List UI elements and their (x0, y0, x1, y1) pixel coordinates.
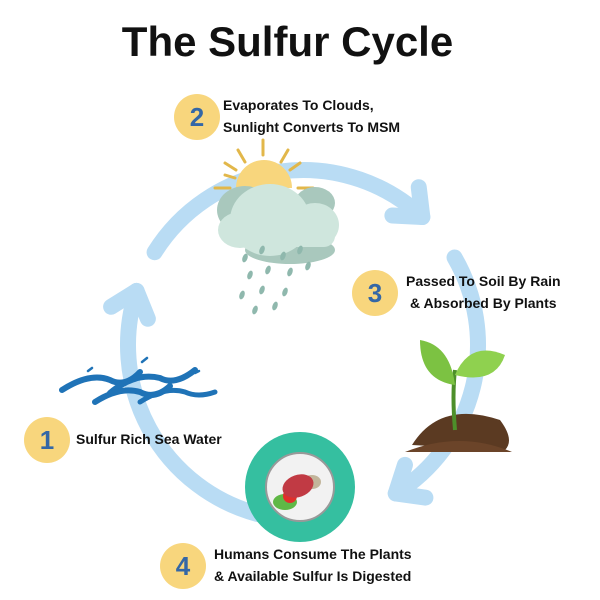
step-2-line-2: Sunlight Converts To MSM (223, 119, 401, 135)
rain-drop (287, 267, 293, 277)
rain-drop (252, 305, 258, 315)
rain-drop (305, 261, 311, 271)
step-4-badge: 4 (160, 543, 206, 589)
step-3-line-1: Passed To Soil By Rain (406, 273, 561, 289)
cloud-icon (217, 184, 339, 264)
plant-icon (405, 340, 512, 452)
arrow-up-left-head (103, 282, 156, 327)
step-2-line-1: Evaporates To Clouds, (223, 97, 374, 113)
step-1-badge: 1 (24, 417, 70, 463)
rain-drop (247, 270, 253, 280)
arrow-bottom-right-head (387, 456, 434, 506)
step-4-line-1: Humans Consume The Plants (214, 546, 412, 562)
page-title: The Sulfur Cycle (121, 18, 454, 65)
step-4-line-2: & Available Sulfur Is Digested (214, 568, 412, 584)
step-4-label: Humans Consume The Plants & Available Su… (214, 543, 412, 587)
sea-waves-icon (59, 356, 218, 405)
rain-drop (297, 245, 303, 255)
arrow-top-right-head (384, 179, 431, 226)
rain-drop (259, 245, 265, 255)
step-1-line-1: Sulfur Rich Sea Water (76, 431, 222, 447)
step-2-label: Evaporates To Clouds, Sunlight Converts … (223, 94, 400, 138)
rain-drops-icon (239, 245, 311, 315)
rain-drop (265, 265, 271, 275)
step-2-badge: 2 (174, 94, 220, 140)
rain-drop (272, 301, 278, 311)
rain-drop (280, 251, 286, 261)
step-3-badge: 3 (352, 270, 398, 316)
rain-drop (242, 253, 248, 263)
arrow-up-left-shaft (120, 282, 266, 523)
rain-drop (239, 290, 245, 300)
food-plate-icon (245, 432, 355, 542)
step-1-label: Sulfur Rich Sea Water (76, 428, 222, 450)
arrow-bottom-right-shaft (387, 249, 486, 502)
sun-icon (213, 138, 315, 190)
step-3-label: Passed To Soil By Rain & Absorbed By Pla… (406, 270, 561, 314)
step-3-line-2: & Absorbed By Plants (410, 295, 557, 311)
rain-drop (282, 287, 288, 297)
rain-drop (259, 285, 265, 295)
